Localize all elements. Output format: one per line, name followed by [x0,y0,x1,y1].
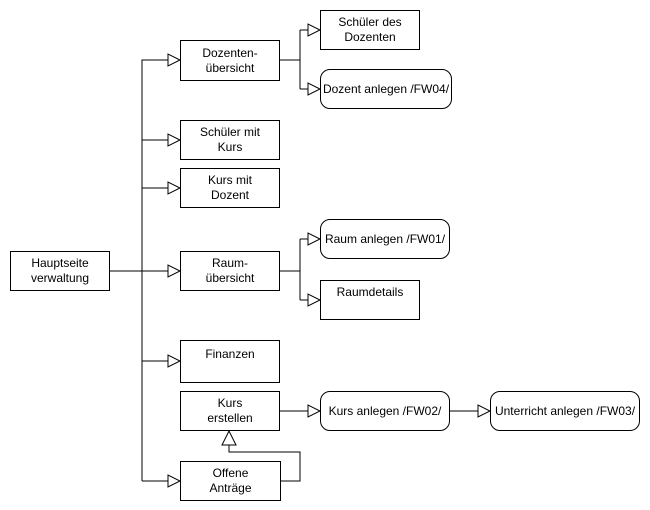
node-schueler-mit-kurs: Schüler mit Kurs [180,120,280,160]
arrowhead-icon [167,133,182,147]
arrowhead-icon [307,232,322,246]
arrowhead-icon [307,293,322,307]
arrowhead-up-icon [221,429,237,446]
node-label: Dozenten [344,30,396,44]
node-label: Kurs mit [207,173,252,187]
node-kurs-erstellen: Kurs erstellen [180,391,280,431]
node-finanzen: Finanzen [180,340,280,383]
node-label: verwaltung [30,271,90,285]
node-label: übersicht [205,60,255,75]
arrowhead-icon [307,23,322,37]
edge-spine-to-dozenten [141,59,168,481]
node-label: Hauptseite [31,256,89,270]
arrowhead-icon [167,474,182,488]
node-label: Raum- [211,256,248,270]
node-label: Anträge [209,481,252,495]
node-label: Raum anlegen /FW01/ [324,231,446,246]
node-raumdetails: Raumdetails [320,280,420,320]
arrowheads [167,23,492,488]
node-unterricht-anlegen-fw03: Unterricht anlegen /FW03/ [490,391,640,431]
arrowhead-icon [477,404,492,418]
node-schueler-des-dozenten: Schüler des Dozenten [320,10,420,50]
node-label: Raumdetails [336,285,404,299]
node-label: Schüler des [338,15,402,29]
edge-dozenten-branches [280,29,308,90]
node-label: Kurs [217,140,243,154]
node-label: Unterricht anlegen /FW03/ [494,403,636,418]
arrowhead-icon [307,82,322,96]
node-raum-uebersicht: Raum- übersicht [180,251,280,291]
node-label: Finanzen [205,346,255,361]
node-label: Dozent anlegen /FW04/ [322,81,450,96]
node-dozenten-uebersicht: Dozenten- übersicht [180,40,280,81]
node-hauptseite-verwaltung: Hauptseite verwaltung [10,251,110,291]
edge-raum-branches [280,238,308,301]
arrowhead-icon [167,264,182,278]
node-kurs-mit-dozent: Kurs mit Dozent [180,168,280,208]
node-label: erstellen [207,411,253,425]
node-label: Dozent [210,188,250,202]
node-label: Dozenten- [202,45,258,60]
node-label: Kurs anlegen /FW02/ [328,403,442,418]
node-label: Schüler mit [199,125,261,139]
node-raum-anlegen-fw01: Raum anlegen /FW01/ [320,219,450,259]
connector-lines [110,29,478,482]
arrowhead-icon [307,404,322,418]
node-label: Kurs [217,396,243,410]
node-dozent-anlegen-fw04: Dozent anlegen /FW04/ [320,69,452,109]
arrowhead-icon [167,181,182,195]
arrowhead-icon [167,53,182,67]
node-label: Offene [212,466,249,480]
node-offene-antraege: Offene Anträge [180,461,281,501]
node-label: übersicht [205,271,255,285]
arrowhead-icon [167,354,182,368]
node-kurs-anlegen-fw02: Kurs anlegen /FW02/ [320,391,450,431]
edge-offene-to-kurs-erstellen [228,445,301,482]
